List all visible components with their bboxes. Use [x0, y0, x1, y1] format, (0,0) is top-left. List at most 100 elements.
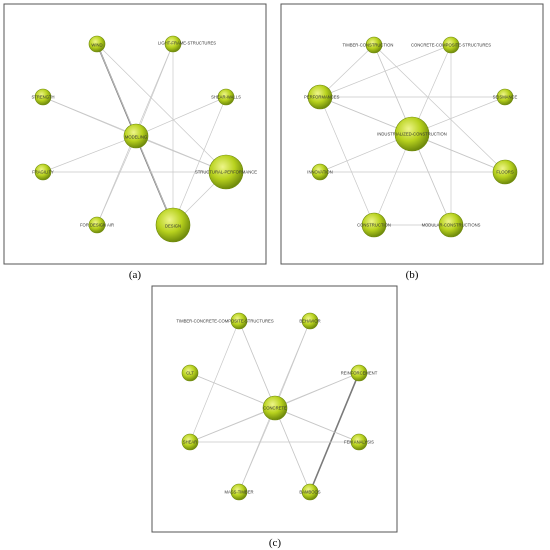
panel-b-nodes: TIMBER-CONSTRUCTION CONCRETE-COMPOSITE-ST…	[304, 36, 518, 238]
panel-b-node-concrete-composite-structures: CONCRETE-COMPOSITE-STRUCTURES	[411, 36, 491, 54]
panel-c-node-label-behavior: BEHAVIOR	[299, 319, 320, 324]
panel-c-edge-8	[309, 372, 360, 493]
panel-a-node-label-for-design-air: FOR DESIGN AIR	[80, 223, 114, 228]
panel-b-node-circle-industrialized-construction	[394, 116, 430, 152]
panel-a-node-label-wind: WIND	[91, 43, 102, 48]
panel-b-edges	[319, 44, 506, 226]
panel-b-node-seismance: SEISMANCE	[493, 88, 518, 106]
panel-b-node-label-timber-construction: TIMBER-CONSTRUCTION	[343, 43, 394, 48]
panel-b: TIMBER-CONSTRUCTION CONCRETE-COMPOSITE-ST…	[280, 3, 544, 281]
panel-b-edge-2	[373, 44, 506, 173]
panel-a-edge-8	[172, 96, 227, 226]
panel-a-node-label-structural-performance: STRUCTURAL-PERFORMANCE	[195, 170, 257, 175]
panel-a-caption: (a)	[129, 269, 142, 281]
panel-a: WIND LIGHT-FRAME-STRUCTURES STRENGTH SHEAR-…	[3, 3, 267, 281]
panel-b-node-floors: FLOORS	[492, 159, 518, 185]
panel-c-node-timber-concrete-composite-structures: TIMBER-CONCRETE-COMPOSITE-STRUCTURES	[176, 312, 274, 330]
panel-c-node-reinforcement: REINFORCEMENT	[341, 364, 378, 382]
panel-a-node-circle-for-design-air	[88, 216, 106, 234]
panel-c-node-circle-bamboos	[301, 483, 319, 501]
panel-a-node-label-design: DESIGN	[165, 224, 181, 229]
panel-a-node-circle-light-frame-structures	[164, 35, 182, 53]
panel-b-node-circle-floors	[492, 159, 518, 185]
panel-c: TIMBER-CONCRETE-COMPOSITE-STRUCTURES BEHA…	[151, 285, 398, 549]
panel-c-node-label-timber-concrete-composite-structures: TIMBER-CONCRETE-COMPOSITE-STRUCTURES	[176, 319, 273, 324]
panel-c-edge-1	[189, 320, 240, 443]
panel-c-node-circle-mass-timber	[230, 483, 248, 501]
panel-a-node-label-light-frame-structures: LIGHT-FRAME-STRUCTURES	[158, 41, 216, 46]
panel-a-node-label-modeling: MODELING	[125, 135, 147, 140]
panel-b-node-innovation: INNOVATION	[307, 163, 333, 181]
panel-a-edge-1	[96, 43, 137, 137]
panel-a-node-fragility: FRAGILITY	[32, 163, 54, 181]
panel-c-node-fem-analysis: FEM ANALYSIS	[344, 433, 374, 451]
panel-b-node-circle-timber-construction	[365, 36, 383, 54]
panel-b-node-circle-performances	[307, 84, 333, 110]
panel-b-node-circle-innovation	[311, 163, 329, 181]
panel-a-node-circle-shear-walls	[217, 88, 235, 106]
panel-c-nodes: TIMBER-CONCRETE-COMPOSITE-STRUCTURES BEHA…	[176, 312, 378, 501]
panel-c-node-circle-clt	[181, 364, 199, 382]
panel-c-node-shear: SHEAR	[181, 433, 199, 451]
panel-c-node-circle-behavior	[301, 312, 319, 330]
panel-c-edge-11	[238, 407, 276, 493]
panel-b-node-performances: PERFORMANCES	[304, 84, 340, 110]
panel-a-node-circle-modeling	[123, 123, 149, 149]
panel-b-node-modular-constructions: MODULAR-CONSTRUCTIONS	[422, 212, 481, 238]
panel-c-edge-12	[274, 407, 311, 493]
panel-b-node-construction: CONSTRUCTION	[357, 212, 391, 238]
panel-c-node-mass-timber: MASS-TIMBER	[224, 483, 254, 501]
panel-a-node-circle-wind	[88, 35, 106, 53]
panel-b-caption: (b)	[406, 269, 419, 281]
panel-c-node-circle-reinforcement	[350, 364, 368, 382]
panel-b-node-label-floors: FLOORS	[496, 170, 513, 175]
panel-a-node-circle-structural-performance	[208, 154, 244, 190]
panel-c-node-label-fem-analysis: FEM ANALYSIS	[344, 440, 374, 445]
panel-b-node-label-innovation: INNOVATION	[307, 170, 332, 175]
panel-a-node-for-design-air: FOR DESIGN AIR	[80, 216, 114, 234]
panel-c-node-label-bamboos: BAMBOOS	[299, 490, 320, 495]
panel-a-node-circle-strength	[34, 88, 52, 106]
panel-c-node-concrete: CONCRETE	[262, 395, 288, 421]
panel-b-node-label-modular-constructions: MODULAR-CONSTRUCTIONS	[422, 223, 481, 228]
panel-b-node-label-construction: CONSTRUCTION	[357, 223, 391, 228]
panel-a-node-wind: WIND	[88, 35, 106, 53]
panel-b-node-circle-modular-constructions	[438, 212, 464, 238]
panel-a-edge-2	[96, 43, 227, 173]
panel-a-node-circle-design	[155, 207, 191, 243]
panel-b-node-label-concrete-composite-structures: CONCRETE-COMPOSITE-STRUCTURES	[411, 43, 491, 48]
panel-a-node-label-shear-walls: SHEAR-WALLS	[211, 95, 241, 100]
panel-c-node-label-concrete: CONCRETE	[263, 406, 287, 411]
panel-a-node-modeling: MODELING	[123, 123, 149, 149]
panel-b-node-label-seismance: SEISMANCE	[493, 95, 518, 100]
panel-b-node-circle-seismance	[496, 88, 514, 106]
panel-a-node-circle-fragility	[34, 163, 52, 181]
panel-c-node-label-shear: SHEAR	[183, 440, 197, 445]
panel-c-edge-10	[274, 407, 360, 443]
panel-a-node-strength: STRENGTH	[31, 88, 55, 106]
panel-b-node-label-performances: PERFORMANCES	[304, 95, 340, 100]
panel-a-node-label-fragility: FRAGILITY	[32, 170, 54, 175]
panel-c-node-bamboos: BAMBOOS	[299, 483, 321, 501]
panel-c-node-label-clt: CLT	[186, 371, 194, 376]
panel-b-edge-6	[319, 44, 452, 98]
panel-b-node-label-industrialized-construction: INDUSTRIALIZED-CONSTRUCTION	[377, 132, 447, 137]
panel-c-node-behavior: BEHAVIOR	[299, 312, 321, 330]
panel-a-node-shear-walls: SHEAR-WALLS	[211, 88, 241, 106]
panel-a-edges	[42, 43, 227, 226]
panel-b-node-circle-concrete-composite-structures	[442, 36, 460, 54]
panel-c-node-circle-timber-concrete-composite-structures	[230, 312, 248, 330]
panel-b-node-industrialized-construction: INDUSTRIALIZED-CONSTRUCTION	[377, 116, 447, 152]
panel-a-node-design: DESIGN	[155, 207, 191, 243]
panel-a-node-label-strength: STRENGTH	[31, 95, 54, 100]
panel-c-node-circle-shear	[181, 433, 199, 451]
panel-c-node-circle-concrete	[262, 395, 288, 421]
panel-c-node-circle-fem-analysis	[350, 433, 368, 451]
panel-a-node-light-frame-structures: LIGHT-FRAME-STRUCTURES	[158, 35, 216, 53]
panel-a-edge-9	[42, 135, 137, 173]
panel-c-caption: (c)	[269, 537, 282, 549]
panel-c-node-label-reinforcement: REINFORCEMENT	[341, 371, 378, 376]
panel-b-edge-1	[319, 44, 375, 98]
panel-a-edge-7	[135, 96, 227, 137]
